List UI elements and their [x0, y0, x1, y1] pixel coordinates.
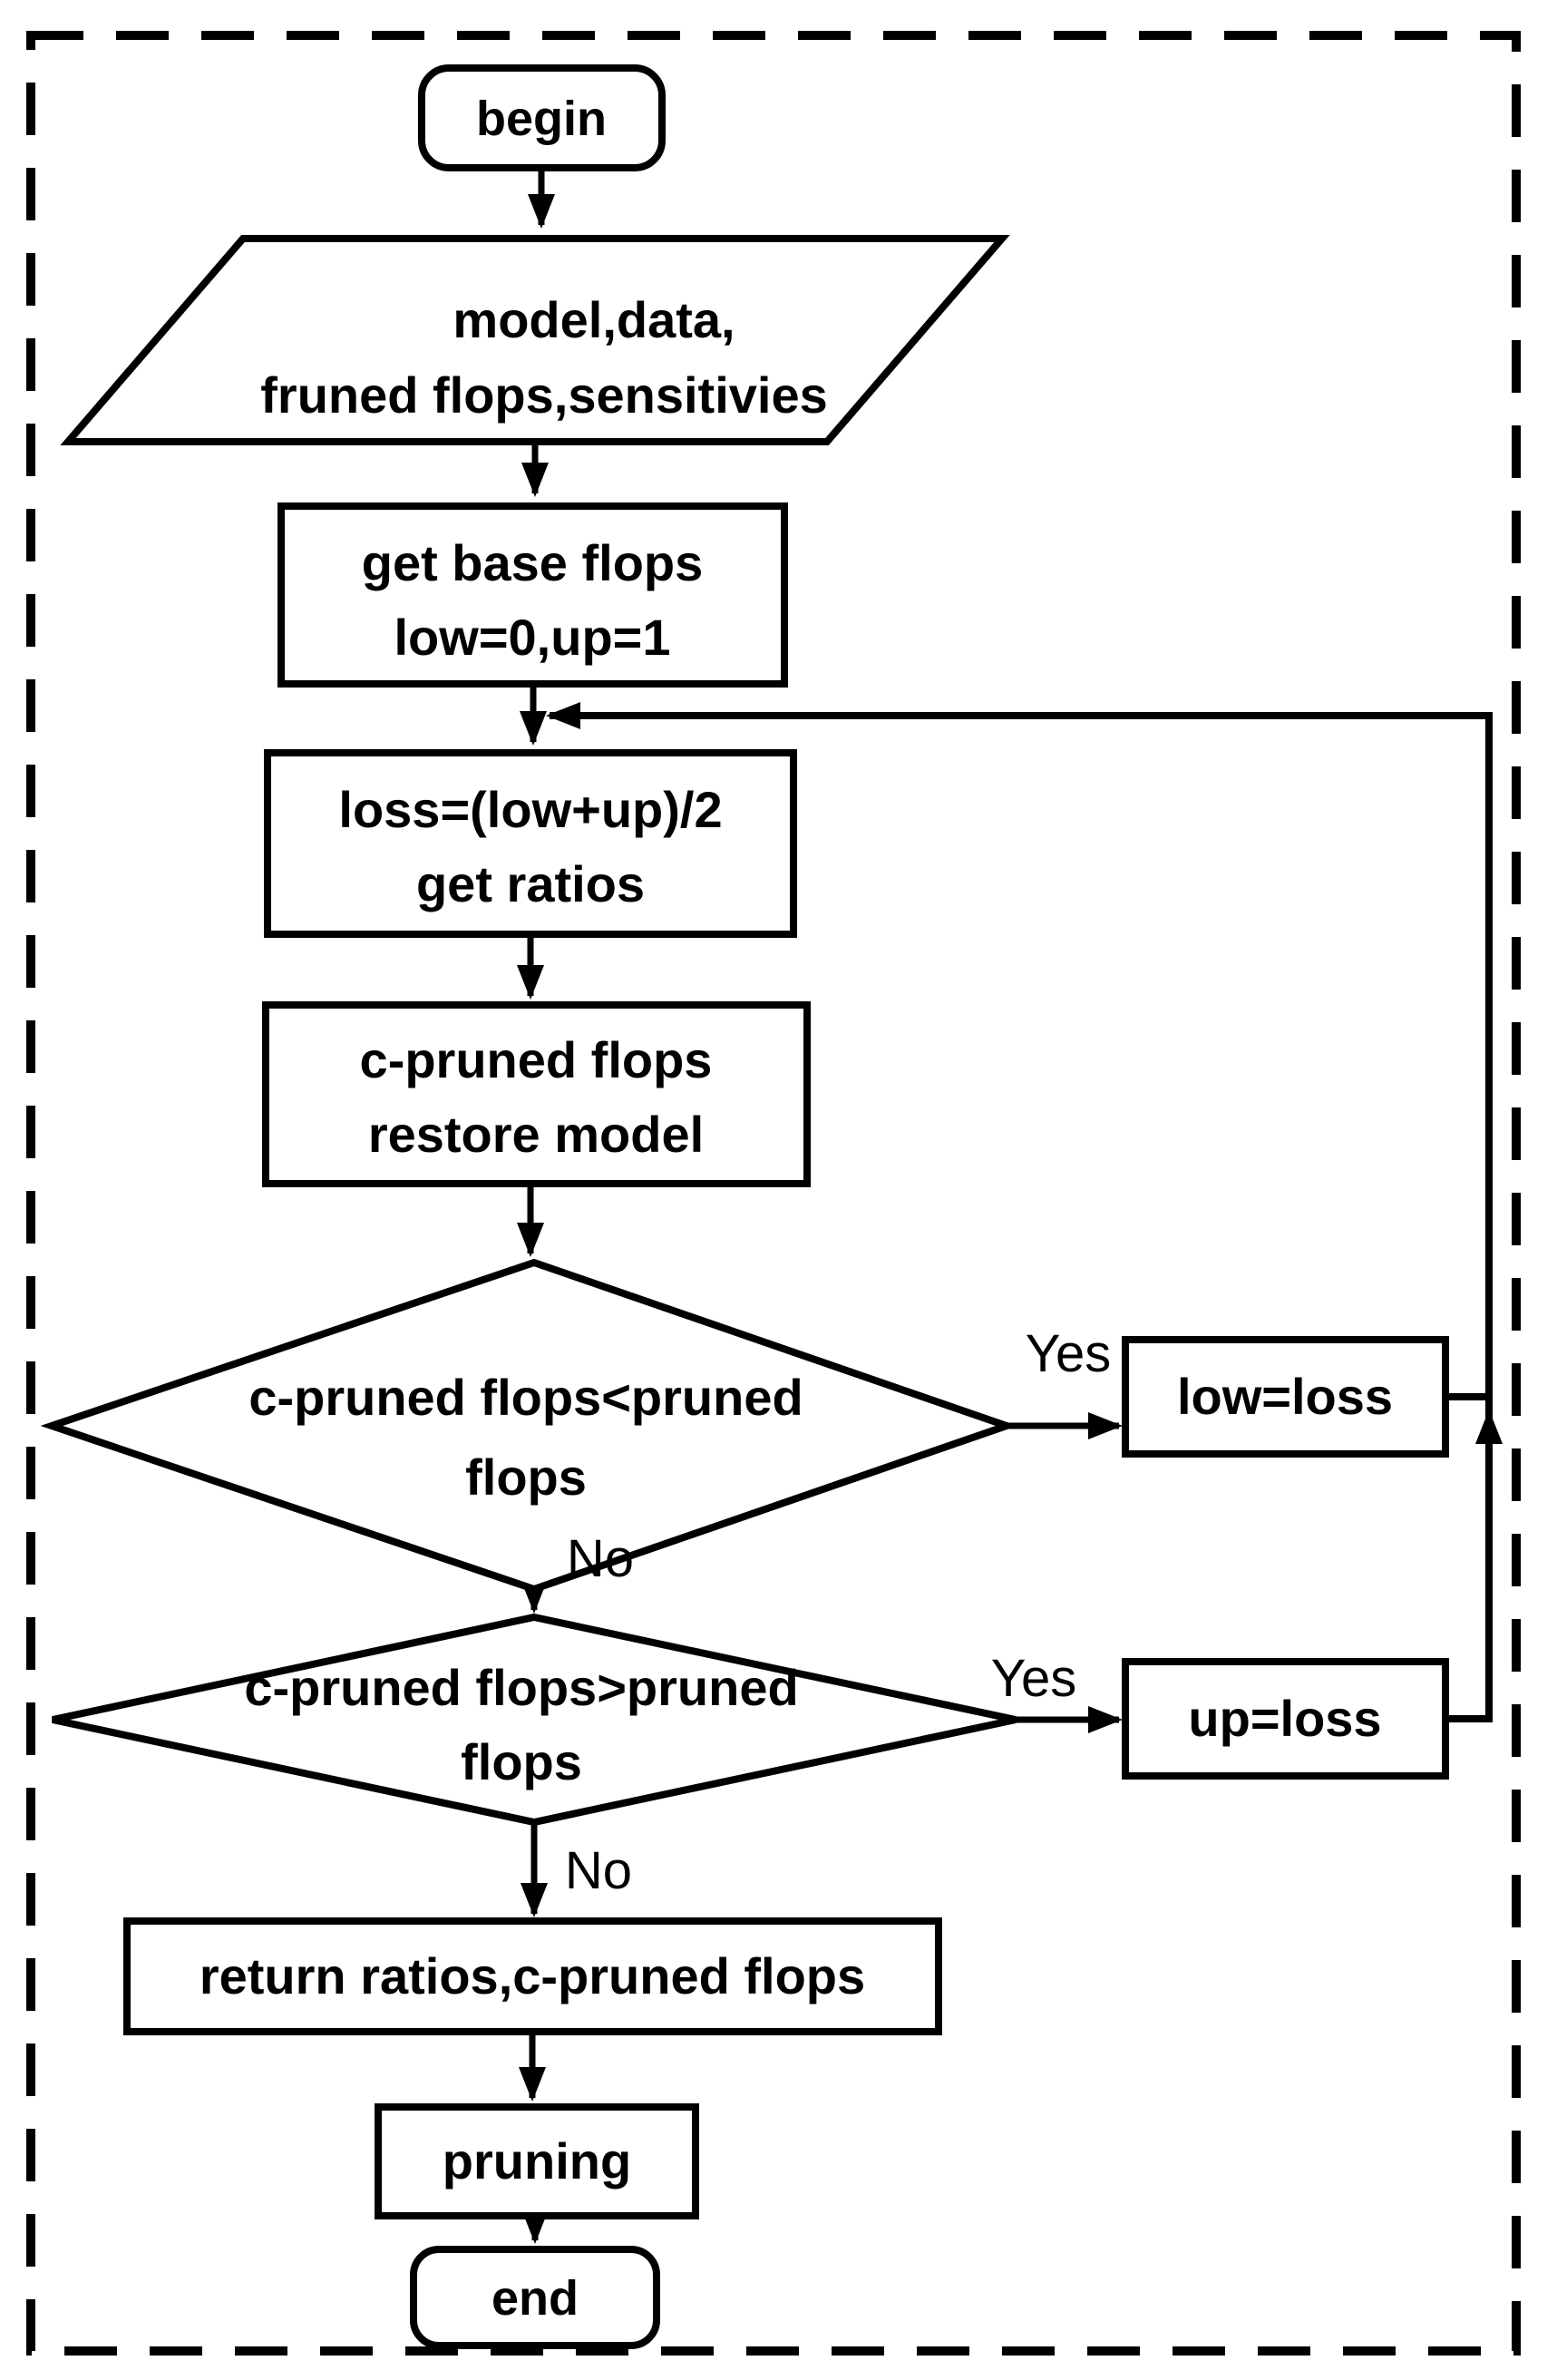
input-line-2: fruned flops,sensitivies	[260, 366, 828, 424]
dashed-border	[26, 31, 1521, 2356]
feedback-loop-line	[546, 702, 1493, 1719]
node-begin	[418, 64, 666, 171]
node-end	[410, 2246, 660, 2349]
end-label: end	[491, 2271, 579, 2326]
node-up-loss	[1122, 1658, 1449, 1780]
decision2-line-2: flops	[461, 1733, 582, 1790]
decision1-line-1: c-pruned flops<pruned	[248, 1369, 803, 1426]
decision2-line-1: c-pruned flops>pruned	[244, 1659, 798, 1716]
node-input-parallelogram	[60, 235, 1010, 445]
node-low-loss	[1122, 1336, 1449, 1458]
c-pruned-line-2: restore model	[368, 1106, 704, 1163]
node-loss	[264, 749, 797, 938]
get-base-line-1: get base flops	[362, 534, 704, 591]
return-label: return ratios,c-pruned flops	[199, 1947, 865, 2004]
branch-label-no-2: No	[565, 1841, 632, 1900]
branch-label-yes-1: Yes	[1026, 1324, 1112, 1383]
low-loss-label: low=loss	[1177, 1368, 1393, 1425]
c-pruned-line-1: c-pruned flops	[360, 1031, 713, 1088]
begin-label: begin	[476, 92, 607, 146]
up-loss-label: up=loss	[1188, 1690, 1381, 1747]
node-pruning	[375, 2103, 699, 2219]
decision1-line-2: flops	[465, 1448, 587, 1506]
get-base-line-2: low=0,up=1	[394, 609, 671, 666]
loss-line-1: loss=(low+up)/2	[338, 781, 722, 838]
pruning-label: pruning	[443, 2132, 631, 2190]
branch-label-no-1: No	[567, 1529, 634, 1588]
node-c-pruned	[262, 1001, 811, 1187]
branch-label-yes-2: Yes	[991, 1649, 1077, 1708]
node-get-base-flops	[277, 502, 788, 688]
node-return	[123, 1917, 942, 2035]
node-decision-cpruned-less	[40, 1258, 1018, 1594]
loss-line-2: get ratios	[416, 855, 645, 912]
input-line-1: model,data,	[453, 291, 735, 348]
node-decision-cpruned-greater	[52, 1613, 1017, 1827]
